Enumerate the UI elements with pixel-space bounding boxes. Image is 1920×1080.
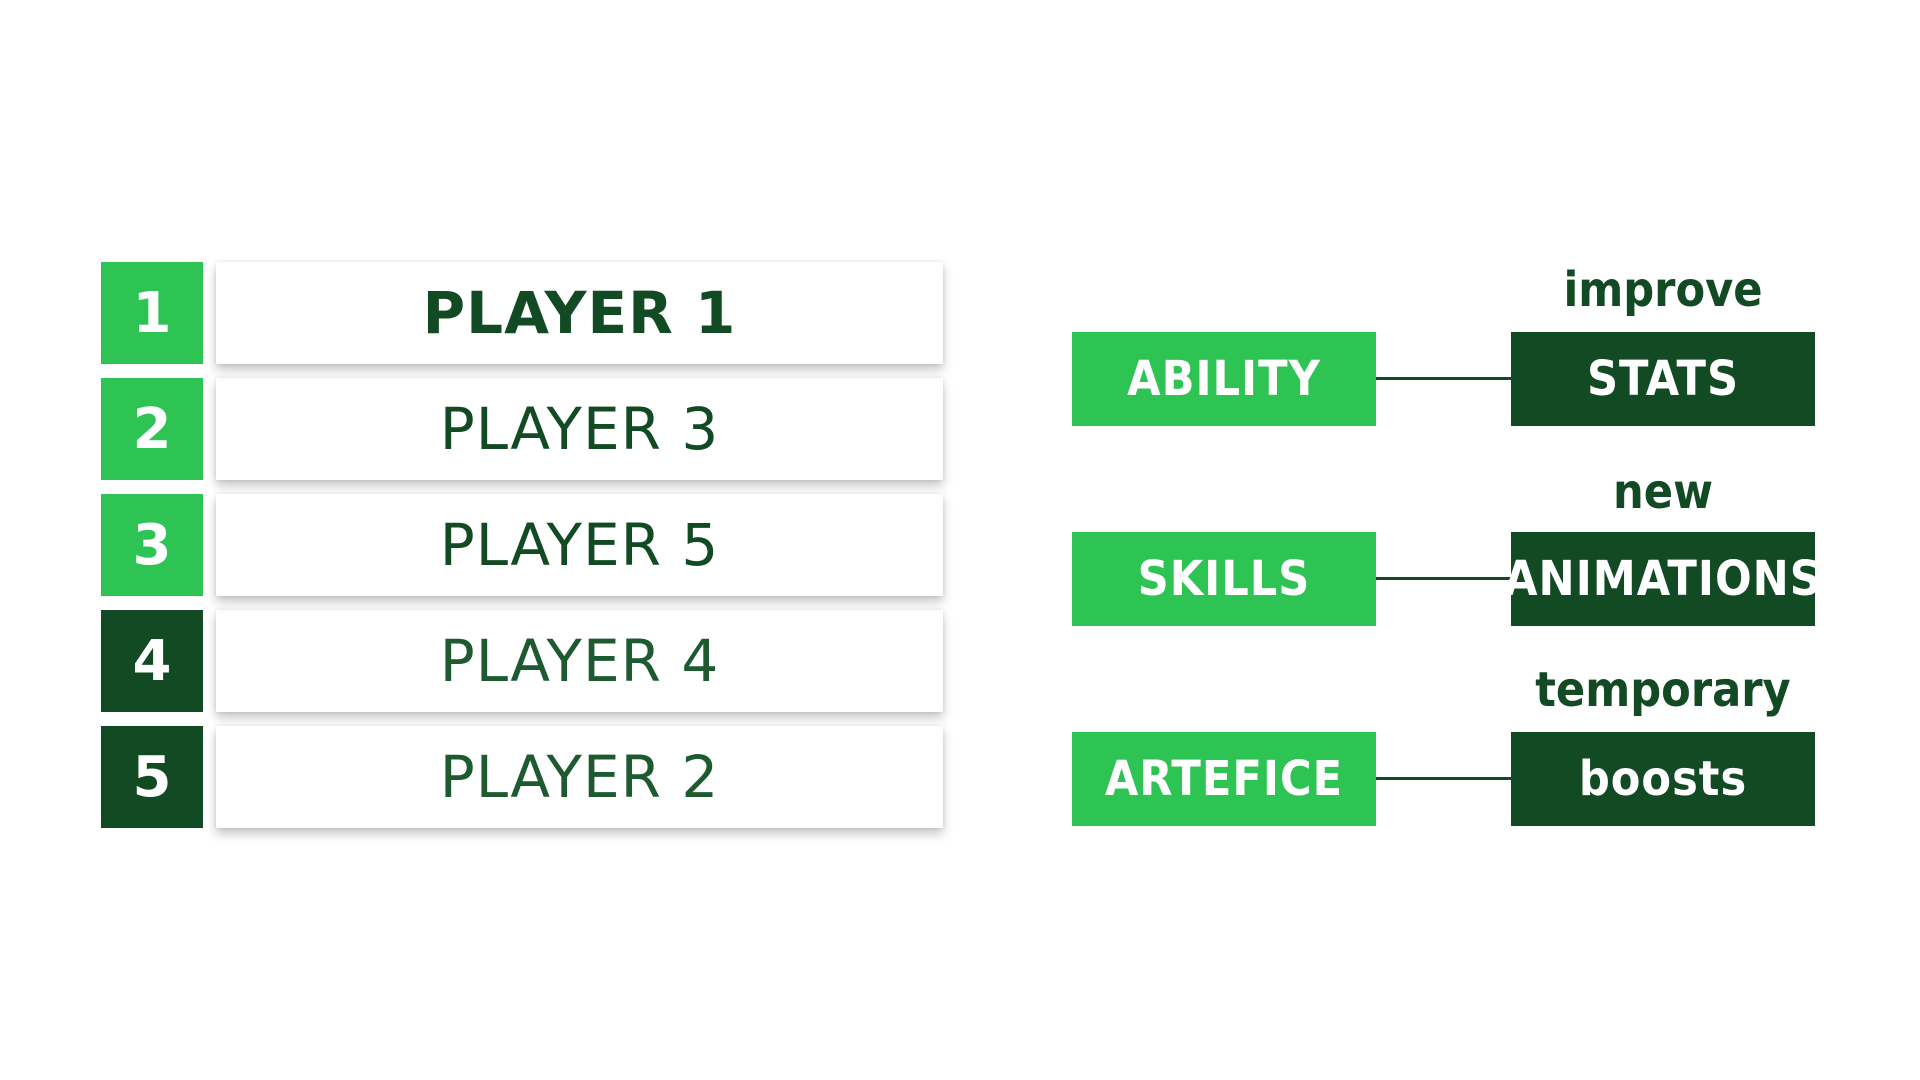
player-name: PLAYER 4 — [216, 610, 943, 712]
player-name: PLAYER 3 — [216, 378, 943, 480]
connector-line — [1376, 377, 1511, 380]
leaderboard-row: 5 PLAYER 2 — [101, 726, 943, 828]
upgrade-target-box: boosts — [1511, 732, 1815, 826]
player-name: PLAYER 2 — [216, 726, 943, 828]
rank-badge: 3 — [101, 494, 203, 596]
rank-badge: 4 — [101, 610, 203, 712]
leaderboard-row: 2 PLAYER 3 — [101, 378, 943, 480]
leaderboard-row: 3 PLAYER 5 — [101, 494, 943, 596]
upgrade-label: improve — [1563, 262, 1763, 318]
category-box: ARTEFICE — [1072, 732, 1376, 826]
connector-line — [1376, 777, 1511, 780]
connector-line — [1376, 577, 1511, 580]
upgrade-label: temporary — [1535, 662, 1791, 718]
player-name: PLAYER 1 — [216, 262, 943, 364]
upgrade-label: new — [1613, 464, 1713, 520]
upgrade-target-box: STATS — [1511, 332, 1815, 426]
leaderboard-row: 1 PLAYER 1 — [101, 262, 943, 364]
leaderboard-row: 4 PLAYER 4 — [101, 610, 943, 712]
rank-badge: 5 — [101, 726, 203, 828]
category-box: SKILLS — [1072, 532, 1376, 626]
upgrade-target-box: ANIMATIONS — [1504, 532, 1821, 626]
rank-badge: 1 — [101, 262, 203, 364]
player-name: PLAYER 5 — [216, 494, 943, 596]
rank-badge: 2 — [101, 378, 203, 480]
category-box: ABILITY — [1072, 332, 1376, 426]
